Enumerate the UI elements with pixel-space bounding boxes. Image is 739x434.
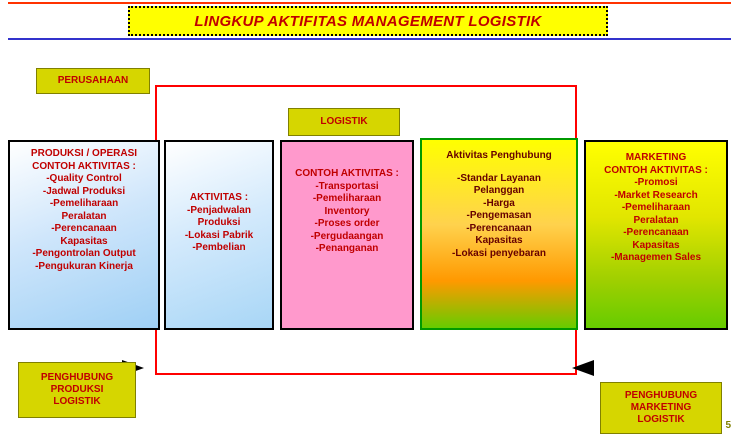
panel-aktivitas-item-1: Produksi (197, 217, 241, 228)
panel-contoh-item-1: -Pemeliharaan (312, 193, 382, 204)
panel-marketing: MARKETING CONTOH AKTIVITAS : -Promosi -M… (584, 140, 728, 330)
panel-marketing-heading-0: MARKETING (625, 152, 687, 163)
panel-marketing-item-1: -Market Research (614, 189, 698, 201)
panel-produksi-item-5: Kapasitas (60, 235, 108, 247)
panel-aktivitas-penghubung: Aktivitas Penghubung -Standar Layanan Pe… (420, 138, 578, 330)
panel-marketing-item-0: -Promosi (634, 177, 678, 188)
panel-contoh-item-2: Inventory (324, 205, 370, 217)
chip-penghubung-produksi-line-2: LOGISTIK (53, 396, 101, 407)
panel-contoh-item-4: -Pergudaangan (310, 230, 384, 242)
chip-logistik-label: LOGISTIK (320, 116, 368, 127)
panel-aktivitas-heading-0: AKTIVITAS : (189, 192, 249, 203)
chip-perusahaan: PERUSAHAAN (36, 68, 150, 94)
panel-contoh-aktivitas: CONTOH AKTIVITAS : -Transportasi -Pemeli… (280, 140, 414, 330)
arrow-right-icon (572, 360, 594, 376)
panel-marketing-item-2: -Pemeliharaan (621, 202, 691, 213)
bottom-rule (8, 38, 731, 40)
slide-title-box: LINGKUP AKTIFITAS MANAGEMENT LOGISTIK (128, 6, 608, 36)
slide-title: LINGKUP AKTIFITAS MANAGEMENT LOGISTIK (194, 12, 542, 30)
chip-penghubung-produksi-line-1: PRODUKSI (50, 384, 104, 395)
panel-penghubung-item-2: -Harga (483, 197, 515, 209)
panel-produksi-operasi: PRODUKSI / OPERASI CONTOH AKTIVITAS : -Q… (8, 140, 160, 330)
panel-produksi-item-7: -Pengukuran Kinerja (35, 260, 133, 272)
panel-penghubung-item-1: Pelanggan (473, 185, 525, 196)
panel-contoh-item-3: -Proses order (314, 218, 380, 229)
chip-perusahaan-label: PERUSAHAAN (57, 75, 129, 86)
panel-produksi-heading-0: PRODUKSI / OPERASI (30, 148, 138, 159)
panel-aktivitas-item-3: -Pembelian (192, 242, 246, 253)
panel-penghubung-item-3: -Pengemasan (466, 210, 532, 221)
chip-penghubung-marketing-line-1: MARKETING (630, 402, 692, 413)
panel-produksi-item-2: -Pemeliharaan (49, 198, 119, 209)
panel-marketing-item-5: Kapasitas (632, 239, 680, 251)
panel-marketing-item-4: -Perencanaan (623, 227, 689, 238)
panel-penghubung-item-4: -Perencanaan (466, 222, 532, 234)
panel-produksi-item-0: -Quality Control (46, 173, 122, 184)
chip-penghubung-marketing-line-2: LOGISTIK (637, 414, 685, 425)
panel-produksi-heading-1: CONTOH AKTIVITAS : (32, 160, 136, 172)
panel-penghubung-item-6: -Lokasi penyebaran (452, 247, 546, 259)
panel-aktivitas-item-0: -Penjadwalan (187, 204, 251, 216)
page-number: 5 (725, 420, 731, 431)
chip-penghubung-produksi-line-0: PENGHUBUNG (40, 372, 114, 383)
panel-aktivitas-item-2: -Lokasi Pabrik (184, 229, 254, 241)
panel-penghubung-item-5: Kapasitas (475, 235, 523, 246)
panel-produksi-item-1: -Jadwal Produksi (42, 185, 126, 197)
panel-produksi-item-3: Peralatan (61, 210, 107, 222)
panel-contoh-item-0: -Transportasi (315, 180, 379, 192)
panel-marketing-heading-1: CONTOH AKTIVITAS : (604, 164, 708, 176)
panel-contoh-heading-0: CONTOH AKTIVITAS : (295, 168, 399, 179)
panel-penghubung-heading-0: Aktivitas Penghubung (446, 150, 552, 161)
chip-logistik: LOGISTIK (288, 108, 400, 136)
panel-marketing-item-3: Peralatan (633, 214, 679, 226)
chip-penghubung-marketing-line-0: PENGHUBUNG (624, 390, 698, 401)
panel-aktivitas: AKTIVITAS : -Penjadwalan Produksi -Lokas… (164, 140, 274, 330)
panel-contoh-item-5: -Penanganan (315, 243, 379, 254)
panel-produksi-item-6: -Pengontrolan Output (32, 248, 136, 259)
chip-penghubung-produksi: PENGHUBUNG PRODUKSI LOGISTIK (18, 362, 136, 418)
panel-penghubung-item-0: -Standar Layanan (457, 172, 541, 184)
chip-penghubung-marketing: PENGHUBUNG MARKETING LOGISTIK (600, 382, 722, 434)
top-rule (8, 2, 731, 4)
panel-marketing-item-6: -Managemen Sales (610, 252, 702, 263)
panel-produksi-item-4: -Perencanaan (51, 223, 117, 234)
